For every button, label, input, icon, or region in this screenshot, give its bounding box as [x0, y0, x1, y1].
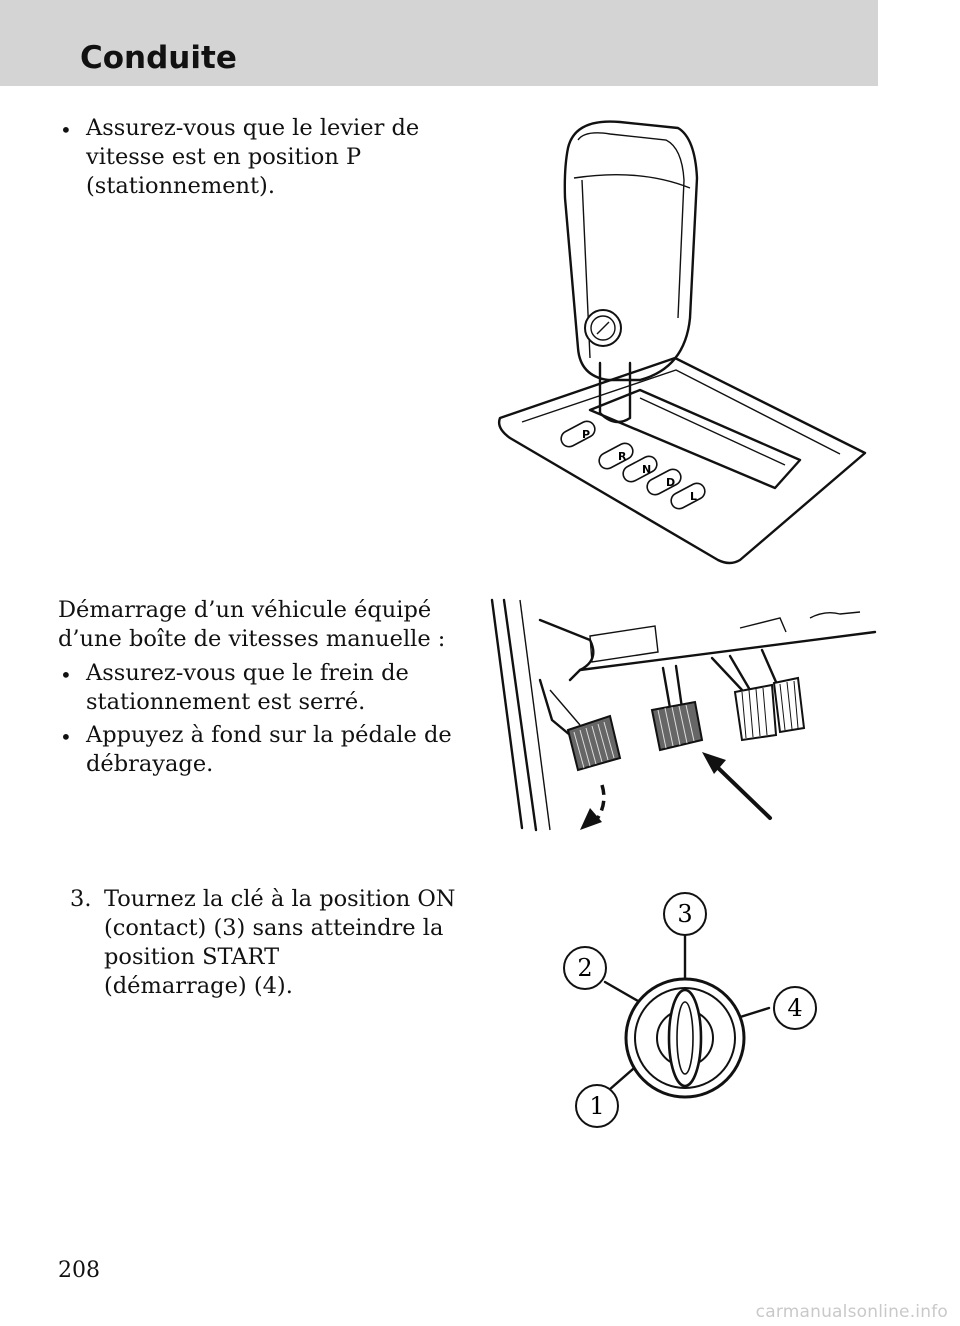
- gear-shifter-illustration: P R N D L: [497, 120, 867, 565]
- gate-label: N: [642, 463, 651, 476]
- ignition-position-label: 1: [589, 1092, 604, 1120]
- gate-label: L: [690, 490, 697, 503]
- ignition-position-label: 4: [787, 994, 802, 1022]
- bullet-marker: •: [60, 118, 72, 142]
- gate-label: R: [618, 450, 627, 463]
- instruction-line: Appuyez à fond sur la pédale de: [86, 722, 452, 748]
- instruction-line: (stationnement).: [86, 173, 275, 199]
- section-intro-line: Démarrage d’un véhicule équipé: [58, 597, 432, 623]
- page-number: 208: [58, 1258, 100, 1283]
- ignition-position-label: 3: [677, 900, 692, 928]
- instruction-line: position START: [104, 944, 280, 970]
- instruction-line: Tournez la clé à la position ON: [104, 886, 456, 912]
- gate-label: D: [666, 476, 675, 489]
- section-intro-line: d’une boîte de vitesses manuelle :: [58, 626, 446, 652]
- bullet-marker: •: [60, 725, 72, 749]
- instruction-line: (démarrage) (4).: [104, 973, 293, 999]
- ignition-position-label: 2: [577, 954, 592, 982]
- instruction-line: débrayage.: [86, 751, 214, 777]
- step-number: 3.: [70, 886, 92, 912]
- instruction-line: vitesse est en position P: [86, 144, 362, 170]
- instruction-line: (contact) (3) sans atteindre la: [104, 915, 444, 941]
- instruction-line: Assurez-vous que le frein de: [86, 660, 409, 686]
- gate-tabs: P R N D L: [560, 420, 706, 510]
- watermark: carmanualsonline.info: [755, 1302, 948, 1322]
- page-title: Conduite: [80, 40, 237, 76]
- bullet-marker: •: [60, 663, 72, 687]
- instruction-line: stationnement est serré.: [86, 689, 366, 715]
- pedals-illustration: [490, 598, 877, 832]
- instruction-line: Assurez-vous que le levier de: [86, 115, 420, 141]
- ignition-switch-illustration: 3 2 4 1: [563, 892, 817, 1128]
- header-band: [0, 0, 878, 86]
- gate-label: P: [582, 428, 590, 441]
